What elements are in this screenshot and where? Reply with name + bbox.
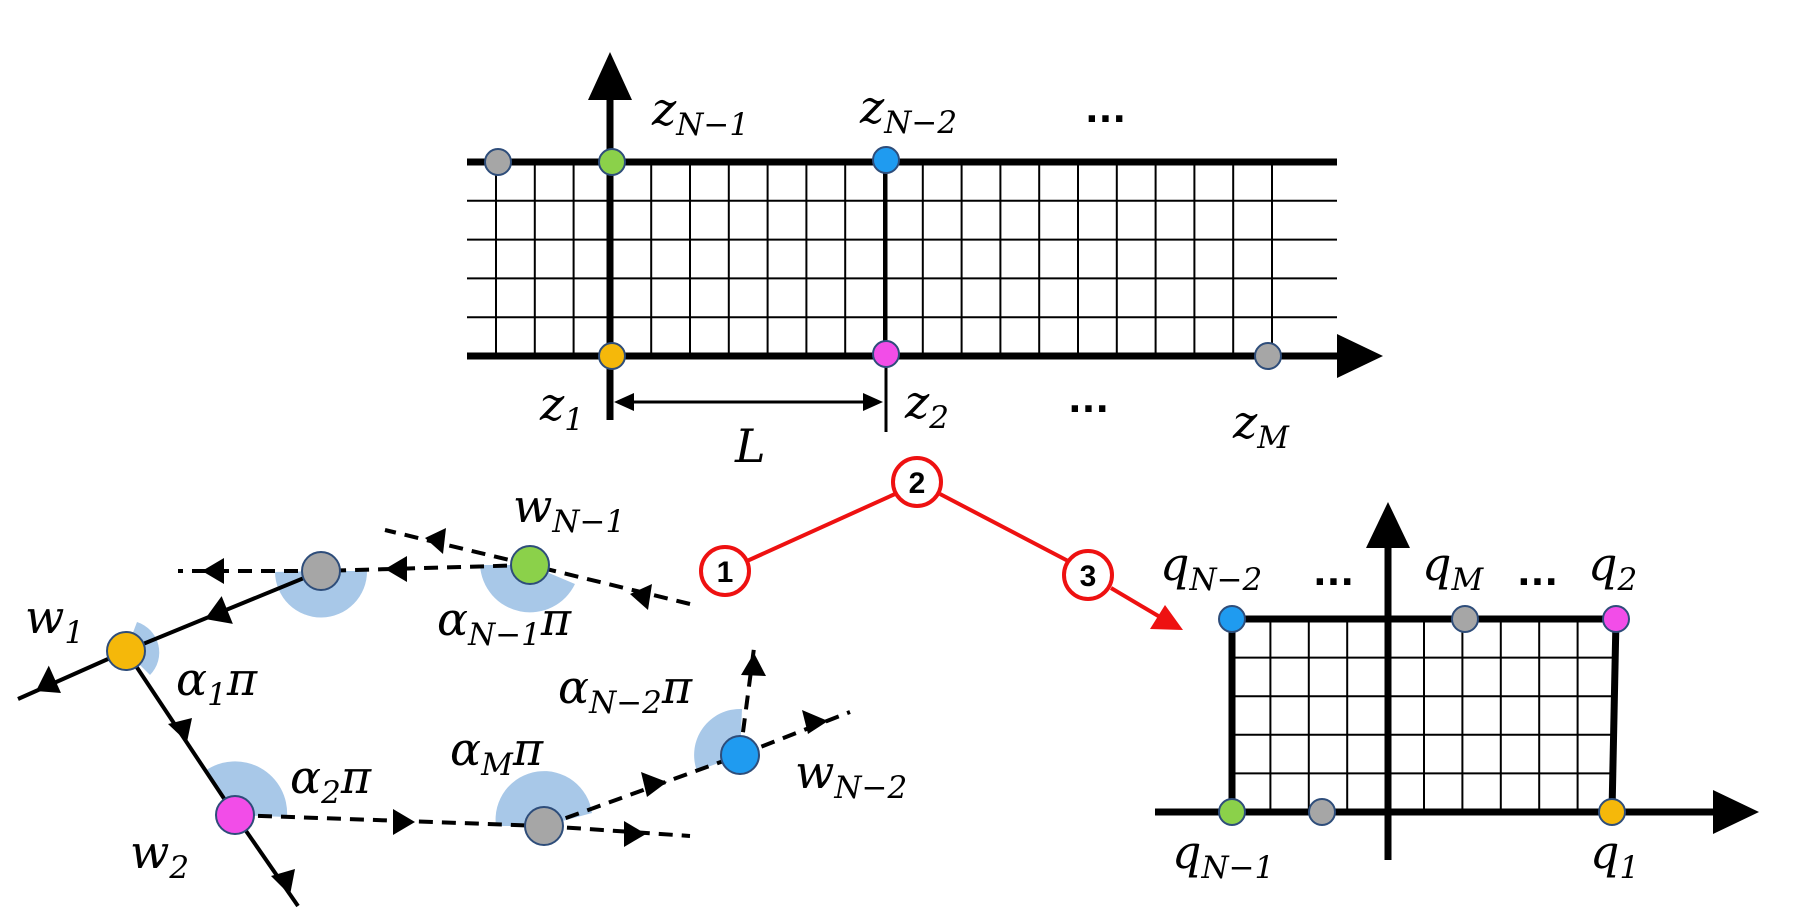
top-ellipsis-upper: ... (1085, 90, 1126, 131)
q1-point (1598, 798, 1626, 826)
top-gray-point-left (484, 148, 512, 176)
z1-point (598, 342, 626, 370)
zN1-label: zN−1 (651, 82, 749, 143)
wN2-vertex (720, 735, 760, 775)
dash-wN2-right (739, 710, 851, 757)
w2-label: w2 (130, 825, 189, 886)
q-ellipsis-right: ... (1517, 553, 1558, 594)
w2-vertex (215, 795, 255, 835)
zN1-point (598, 148, 626, 176)
arrow-wN2-right (802, 710, 828, 734)
q1-label: q1 (1590, 825, 1639, 886)
zM-point (1254, 342, 1282, 370)
w1-label: w1 (25, 590, 84, 651)
L-label: L (734, 419, 766, 473)
qN1-point (1218, 798, 1246, 826)
alpha1-pi-label: α1π (176, 652, 258, 713)
alpha2-pi-label: α2π (290, 750, 372, 811)
z2-point (872, 340, 900, 368)
gray-vertex-upper-wedge (275, 571, 368, 618)
wN1-label: wN−1 (513, 479, 625, 540)
qN1-label: qN−1 (1172, 825, 1274, 886)
dash-wN1-to-gray (320, 563, 531, 573)
top-ellipsis-lower: ... (1068, 380, 1109, 421)
dash-grayM-right (543, 824, 691, 838)
arrow-gray-to-w1 (205, 596, 233, 624)
qN2-label: qN−2 (1160, 537, 1262, 598)
alphaN1-wedge (480, 565, 575, 613)
alphaN1-pi-label: αN−1π (437, 592, 572, 653)
dash-wN1-lower (529, 563, 691, 606)
gray-vertex-lower (524, 806, 564, 846)
q-ellipsis-left: ... (1313, 553, 1354, 594)
arrow-grayM-right (624, 821, 646, 847)
arrow-w1-out (36, 665, 61, 694)
arrow-gray-left (202, 558, 224, 584)
arrow-w2-to-grayM (393, 809, 415, 835)
top-strip-plane: zN−1 zN−2 ... z1 z2 ... zM L (467, 52, 1383, 473)
arrow-wN2-up (741, 653, 766, 676)
arrow-wN1-upper (425, 528, 446, 554)
arrow-grayM-to-wN2 (641, 772, 667, 797)
qN2-point (1218, 605, 1246, 633)
step-flow: 1 2 3 (699, 456, 1183, 630)
alphaN2-pi-label: αN−2π (558, 660, 693, 721)
step-3-circle (1062, 549, 1114, 601)
arrow-w1-to-w2 (168, 718, 192, 742)
dash-wN1-upper (384, 528, 531, 567)
dash-wN2-up (738, 647, 756, 756)
L-left-arrowhead (614, 393, 634, 411)
gray-vertex-upper (301, 551, 341, 591)
qM-label: qM (1422, 537, 1484, 598)
q-gray-point-bottom (1308, 798, 1336, 826)
arrow-wN1-lower (630, 584, 652, 610)
z1-label: z1 (539, 377, 584, 438)
arrow-w2-out (271, 869, 295, 895)
step-2-number: 2 (909, 467, 926, 500)
top-imag-axis-arrowhead (588, 52, 632, 100)
step-1-circle (699, 545, 751, 597)
rectangle-q-plane: qN−2 ... qM ... q2 qN−1 q1 (1155, 502, 1759, 886)
wN1-vertex (510, 545, 550, 585)
polygon-w-plane: w1 w2 wN−1 wN−2 α1π α2π αN−1π αN−2π αMπ (17, 479, 907, 908)
zN2-label: zN−2 (859, 80, 957, 141)
step-2-circle (891, 456, 943, 508)
dash-grayM-to-wN2 (543, 753, 741, 828)
step-1-number: 1 (717, 556, 734, 589)
step-line-2-3 (939, 492, 1071, 564)
q-imag-axis-arrowhead (1366, 502, 1410, 548)
arrow-wN1-to-gray (385, 556, 407, 582)
dash-w2-to-grayM (234, 813, 545, 828)
top-real-axis-arrowhead (1337, 334, 1383, 378)
q2-point (1602, 605, 1630, 633)
step-line-1-2 (746, 492, 896, 563)
step-3-number: 3 (1080, 560, 1097, 593)
top-strip-grid (467, 162, 1337, 356)
wN2-label: wN−2 (795, 745, 907, 806)
z2-label: z2 (904, 375, 949, 436)
q2-label: q2 (1588, 537, 1637, 598)
zN2-point (872, 146, 900, 174)
step-red-arrowhead (1150, 605, 1183, 630)
alphaM-pi-label: αMπ (450, 722, 544, 783)
zM-label: zM (1232, 395, 1290, 456)
q-real-axis-arrowhead (1713, 790, 1759, 834)
rect-right-edge (1608, 618, 1620, 813)
rectangle-grid (1232, 619, 1616, 812)
alpha2-wedge (205, 761, 288, 817)
L-right-arrowhead (863, 393, 883, 411)
w1-vertex (106, 631, 146, 671)
alphaM-wedge (495, 771, 592, 826)
step-line-3-arrow (1109, 586, 1162, 619)
qM-point (1451, 605, 1479, 633)
